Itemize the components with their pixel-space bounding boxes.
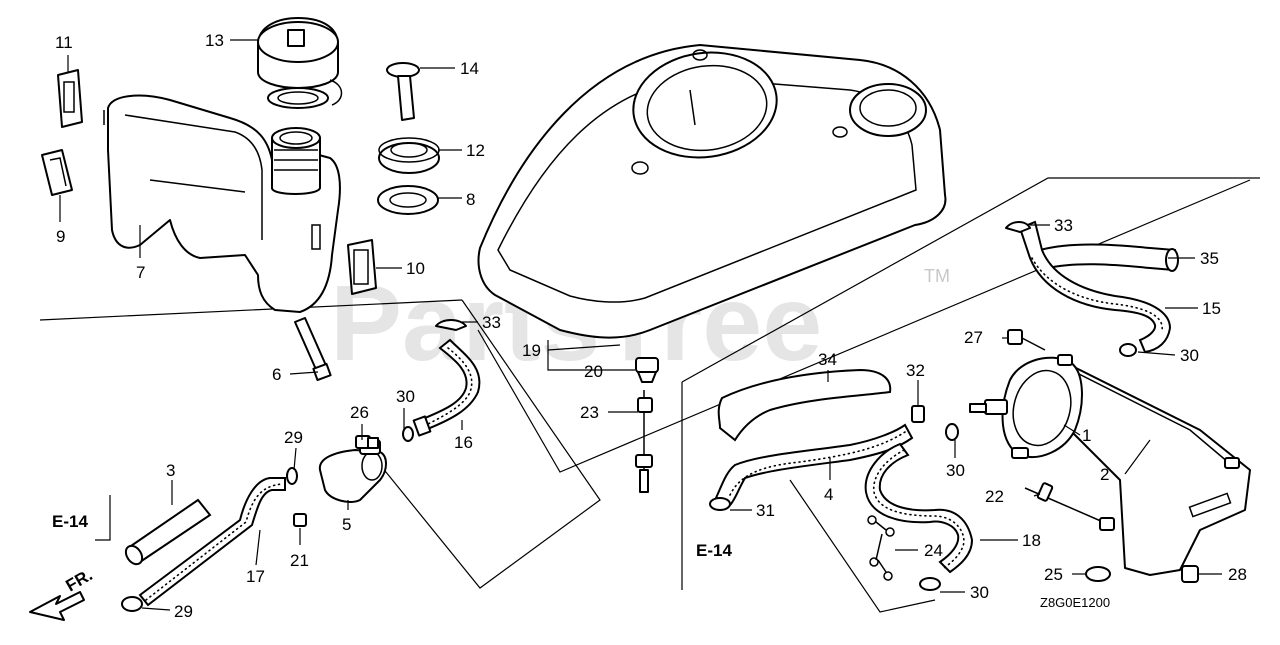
callout-8: 8 — [466, 190, 475, 209]
callout-13: 13 — [205, 31, 224, 50]
callout-26: 26 — [350, 403, 369, 422]
callout-19: 19 — [522, 341, 541, 360]
callout-27: 27 — [964, 328, 983, 347]
direction-label: FR. — [63, 565, 96, 595]
callout-24: 24 — [924, 541, 943, 560]
part-29-clamp-bottom — [121, 596, 143, 612]
part-20-grommet — [635, 357, 659, 383]
callout-34: 34 — [818, 350, 837, 369]
hose-34 — [717, 368, 892, 442]
callout-3: 3 — [166, 461, 175, 480]
part-10-pad — [347, 239, 377, 295]
hose-15 — [1018, 220, 1172, 354]
part-5-fuel-valve — [318, 439, 387, 503]
callout-15: 15 — [1202, 299, 1221, 318]
section-ref-e14-right: E-14 — [696, 541, 732, 560]
filler-neck — [271, 127, 321, 195]
part-30-clip-right — [1119, 343, 1137, 357]
callout-6: 6 — [272, 365, 281, 384]
front-direction-indicator: FR. — [29, 565, 96, 621]
part-8-gasket — [377, 185, 439, 215]
part-23-stud — [635, 390, 653, 493]
hose-18 — [864, 442, 974, 574]
engine-shroud — [477, 44, 947, 339]
part-14-strainer — [386, 62, 420, 121]
section-ref-e14-left: E-14 — [52, 512, 88, 531]
part-21-nut — [293, 513, 307, 527]
part-3-tube — [124, 498, 212, 566]
watermark-trademark: TM — [924, 266, 950, 286]
callout-35: 35 — [1200, 249, 1219, 268]
callout-11: 11 — [55, 33, 73, 52]
diagram-code: Z8G0E1200 — [1040, 595, 1110, 610]
hose-16 — [412, 338, 481, 437]
callout-numbers: 13 11 14 12 8 10 9 7 6 33 30 26 29 3 17 … — [55, 31, 1247, 621]
hose-17 — [138, 477, 286, 607]
callout-2: 2 — [1100, 465, 1109, 484]
callout-28: 28 — [1228, 565, 1247, 584]
pump-fitting — [969, 399, 1008, 415]
part-1-fuel-pump — [1001, 354, 1083, 459]
callout-12: 12 — [466, 141, 485, 160]
part-32-clip — [911, 405, 925, 423]
callout-10: 10 — [406, 259, 425, 278]
part-6-bolt — [294, 317, 332, 382]
callout-30-center: 30 — [946, 461, 965, 480]
part-9-clip — [41, 149, 73, 196]
callout-5: 5 — [342, 515, 351, 534]
callout-30-bottom: 30 — [970, 583, 989, 602]
callout-29-top: 29 — [284, 428, 303, 447]
callout-25: 25 — [1044, 565, 1063, 584]
callout-14: 14 — [460, 59, 479, 78]
callout-18: 18 — [1022, 531, 1041, 550]
callout-7: 7 — [136, 263, 145, 282]
callout-22: 22 — [985, 487, 1004, 506]
callout-1: 1 — [1082, 426, 1091, 445]
part-30-clip-bottom — [919, 577, 941, 591]
callout-20: 20 — [584, 362, 603, 381]
part-30-clip-left — [402, 426, 414, 442]
part-33-clip-left — [435, 319, 467, 331]
callout-9: 9 — [56, 227, 65, 246]
callout-30-left: 30 — [396, 387, 415, 406]
callout-16: 16 — [454, 433, 473, 452]
callout-23: 23 — [580, 403, 599, 422]
part-29-clamp-top — [286, 467, 298, 485]
part-27-bolt — [1007, 329, 1046, 351]
part-25-clip — [1085, 566, 1111, 582]
part-11-clip — [57, 69, 83, 128]
callout-31: 31 — [756, 501, 775, 520]
part-26-fitting — [355, 435, 379, 449]
part-28-nut — [1181, 565, 1199, 583]
callout-29-bottom: 29 — [174, 602, 193, 621]
callout-21: 21 — [290, 551, 309, 570]
callout-33-left: 33 — [482, 313, 501, 332]
part-24-clip-set — [867, 515, 895, 581]
callout-32: 32 — [906, 361, 925, 380]
callout-leaders — [59, 39, 1222, 611]
part-2-bracket — [1059, 359, 1251, 576]
part-31-clamp — [709, 497, 731, 511]
part-30-clip-center — [945, 423, 959, 441]
callout-30-right: 30 — [1180, 346, 1199, 365]
part-12-nut — [378, 137, 440, 174]
frame-lines — [39, 177, 1260, 613]
callout-17: 17 — [246, 567, 265, 586]
part-33-clip-right — [1005, 221, 1031, 233]
callout-4: 4 — [824, 485, 833, 504]
part-22-bolt — [1024, 482, 1115, 531]
hose-35 — [1038, 243, 1179, 272]
callout-33-right: 33 — [1054, 216, 1073, 235]
fuel-cap — [257, 17, 343, 109]
